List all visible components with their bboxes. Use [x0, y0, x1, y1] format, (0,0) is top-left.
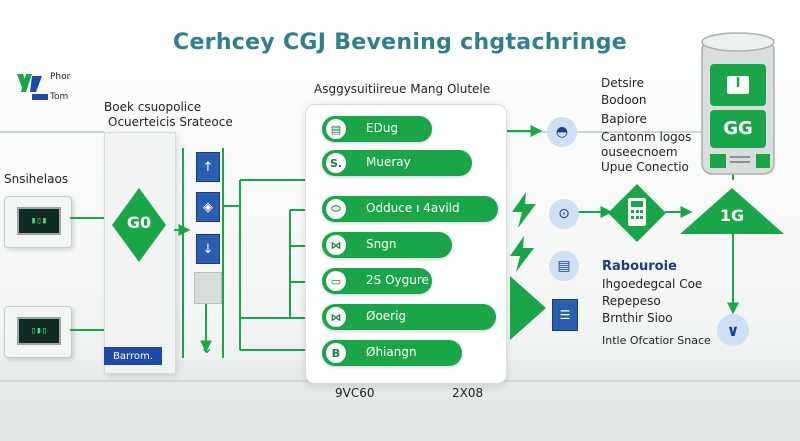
item-label: 2S Oygure [366, 273, 429, 287]
document-icon: ☰ [552, 299, 578, 331]
up-arrow-icon: ↑ [196, 152, 220, 182]
check-circle-icon: ∨ [717, 314, 749, 346]
device-screen: ▮▯▮ [17, 207, 61, 235]
logo-line1: Phor [50, 72, 71, 82]
cylinder-mid-label: GG [723, 118, 753, 139]
item-label: Sngn [366, 237, 397, 251]
list-item[interactable]: ⬭ Odduce ı 4avild [322, 196, 498, 222]
guide-line [505, 131, 705, 133]
gray-block [194, 272, 222, 304]
item-icon: ▤ [324, 117, 348, 141]
center-footer-right: 2X08 [452, 386, 484, 400]
item-icon: S. [324, 151, 348, 175]
center-header: Asggysuitiireue Mang Olutele [314, 82, 491, 96]
right-label: Upue Conectio [601, 160, 689, 174]
logo-icon [17, 74, 48, 100]
guide-line [0, 131, 104, 133]
chevron-down-icon: ⌄ [200, 338, 214, 357]
item-icon: ⬭ [324, 197, 348, 221]
monitor-device-top: ▮▯▮ [4, 196, 72, 248]
calculator-diamond-icon [608, 184, 666, 242]
item-label: Mueray [366, 155, 411, 169]
item-icon: ⋈ [324, 233, 348, 257]
logo: Phor Tom [14, 70, 104, 110]
lightning-bolt-icon [510, 236, 534, 272]
cylinder-top-label: I [727, 76, 749, 94]
item-icon: B [324, 341, 348, 365]
monitor-device-bottom: ▯▮▯ [4, 306, 72, 358]
left-header-line1: Boek csuopolice [104, 100, 202, 114]
list-item[interactable]: ⋈ Sngn [322, 232, 452, 258]
node-eye-icon: ◓ [547, 117, 577, 147]
right-label: Ihgoedegcal Coe [602, 277, 703, 291]
list-item[interactable]: ⋈ Øoerig [322, 304, 496, 330]
right-label: Bapiore [601, 112, 647, 126]
storage-cylinder: I GG [700, 30, 776, 182]
logo-line2: Tom [50, 92, 69, 102]
center-footer-left: 9VC60 [335, 386, 375, 400]
node-lock-icon: ⊙ [549, 199, 579, 229]
item-icon: ⋈ [324, 305, 348, 329]
item-label: Øhiangn [366, 345, 417, 359]
right-label: Cantonm logos [601, 130, 692, 144]
right-label: Detsire [601, 76, 644, 90]
right-label: ouseecnoem [601, 145, 678, 159]
list-item[interactable]: B Øhiangn [322, 340, 462, 366]
node-tape-icon: ▤ [549, 251, 579, 281]
item-label: Odduce ı 4avild [366, 201, 460, 215]
left-device-label: Snsihelaos [4, 172, 69, 186]
item-icon: ▭ [324, 269, 348, 293]
database-icon [701, 32, 775, 175]
bracket-line [182, 148, 184, 358]
device-screen: ▯▮▯ [17, 317, 61, 345]
right-label: Brnthir Sioo [602, 311, 673, 325]
diamond-gem-icon [112, 188, 166, 262]
right-label: Intle Ofcatior Snace [602, 334, 711, 347]
list-item[interactable]: ▭ 2S Oygure [322, 268, 432, 294]
page-title: Cerhcey CGJ Bevening chgtachringe [173, 30, 627, 55]
left-header-line2: Ocuerteicis Srateoce [108, 115, 233, 129]
list-item[interactable]: ▤ EDug [322, 116, 432, 142]
right-label: Rabouroie [602, 259, 677, 274]
item-label: Øoerig [366, 309, 407, 323]
triangle-icon [680, 188, 784, 234]
legend-badge: Barrom. [104, 347, 162, 365]
bar-icon: ↓ [196, 234, 220, 264]
lightning-bolt-icon [512, 192, 536, 228]
big-arrow-icon [510, 276, 546, 340]
bracket-line-right [222, 148, 224, 358]
tag-icon: ◈ [196, 192, 220, 222]
triangle-label: 1G [719, 206, 745, 225]
list-item[interactable]: S. Mueray [322, 150, 472, 176]
item-label: EDug [366, 121, 399, 135]
left-panel-gem-label: G0 [126, 213, 152, 232]
right-label: Repepeso [602, 294, 661, 308]
right-label: Bodoon [601, 93, 647, 107]
